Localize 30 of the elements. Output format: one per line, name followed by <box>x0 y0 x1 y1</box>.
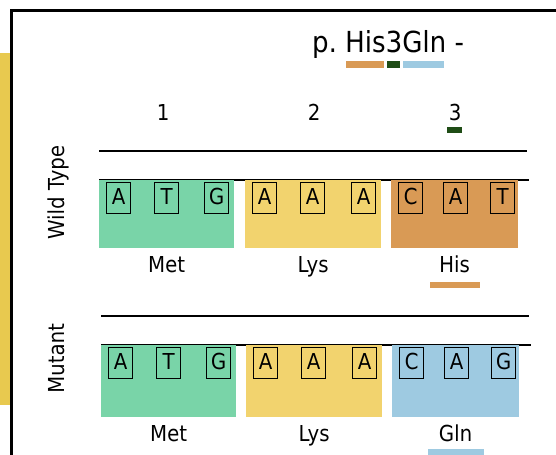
nucleotide-box: A <box>352 347 377 379</box>
nucleotide-box: C <box>399 347 424 379</box>
nucleotide-box: G <box>491 347 516 379</box>
nucleotide-box: G <box>206 347 231 379</box>
nucleotide-box: A <box>300 182 325 214</box>
nucleotide-box: A <box>444 347 469 379</box>
nucleotide-box: A <box>443 182 468 214</box>
nucleotide-box: T <box>490 182 515 214</box>
amino-acid-label: His <box>438 253 471 279</box>
amino-acid-label: Met <box>148 422 188 448</box>
title: p. His3Gln - <box>312 24 464 60</box>
codon-number: 2 <box>308 101 320 127</box>
nucleotide-box: T <box>154 182 179 214</box>
nucleotide-box: C <box>398 182 423 214</box>
amino-acid-label: Lys <box>297 422 331 448</box>
amino-acid-label: Met <box>146 253 186 279</box>
nucleotide-box: A <box>253 347 278 379</box>
nucleotide-box: A <box>106 182 131 214</box>
nucleotide-box: A <box>301 347 326 379</box>
nucleotide-box: G <box>204 182 229 214</box>
row-label: Wild Type <box>45 144 71 240</box>
row-label: Mutant <box>45 323 71 393</box>
amino-acid-label: Lys <box>296 253 330 279</box>
amino-acid-label: Gln <box>438 422 474 448</box>
nucleotide-box: T <box>156 347 181 379</box>
nucleotide-box: A <box>252 182 277 214</box>
codon-number: 3 <box>448 101 462 127</box>
nucleotide-box: A <box>351 182 376 214</box>
codon-number: 1 <box>156 101 170 127</box>
nucleotide-box: A <box>108 347 133 379</box>
